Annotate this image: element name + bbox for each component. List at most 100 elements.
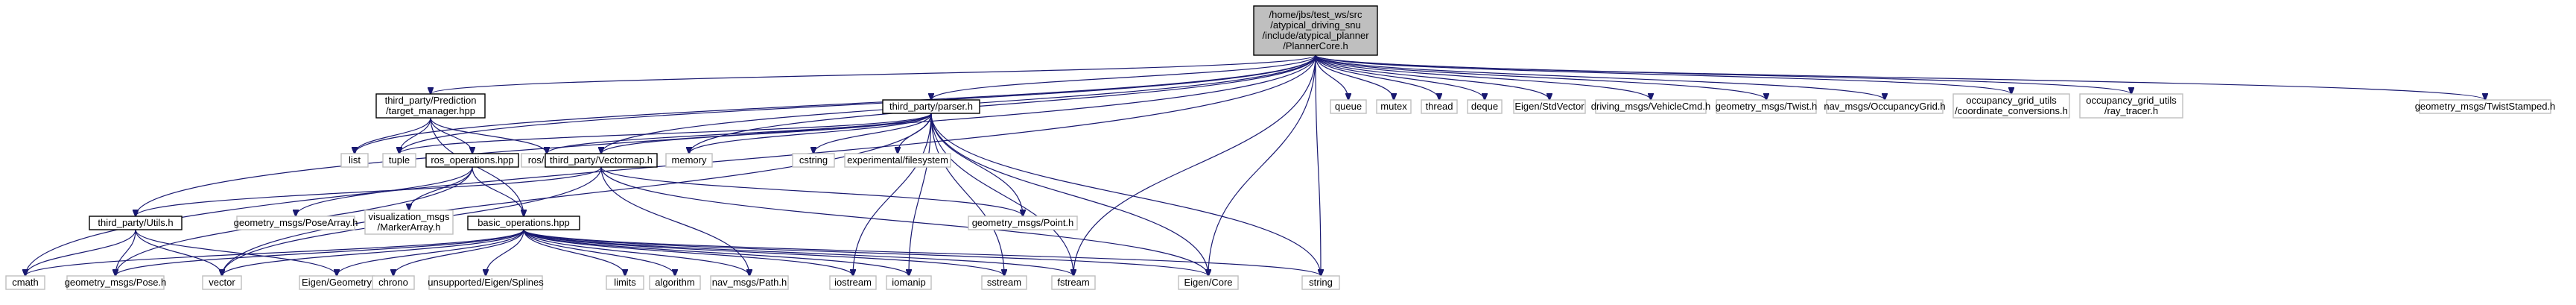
node-label: deque: [1471, 101, 1498, 112]
node-box: [467, 216, 580, 230]
node-box: [792, 153, 835, 168]
node-label: /atypical_driving_snu: [1270, 19, 1360, 31]
node-label: basic_operations.hpp: [478, 217, 570, 228]
node-label: cstring: [799, 154, 828, 166]
node-box: [1253, 5, 1378, 56]
edge-basicops-to-splines: [486, 229, 524, 276]
node-box: [5, 275, 45, 290]
edge-vectormap-to-point: [600, 166, 1023, 216]
node-label: third_party/Utils.h: [98, 217, 173, 228]
node-label: nav_msgs/Path.h: [712, 277, 787, 288]
node-box: [66, 275, 165, 290]
node-iomanip: iomanip: [886, 275, 932, 290]
edge-basicops-to-vector: [222, 229, 524, 276]
node-limits: limits: [606, 275, 644, 290]
edge-root-to-fstream: [1073, 54, 1316, 276]
node-box: [829, 275, 877, 290]
edge-parser-to-point: [930, 113, 1023, 216]
edge-rosops-to-basicops: [472, 166, 524, 216]
edge-root-to-eigencore: [1208, 54, 1316, 276]
node-label: list: [349, 154, 361, 166]
node-label: /include/atypical_planner: [1262, 30, 1369, 41]
node-stdvector: Eigen/StdVector: [1513, 99, 1586, 114]
node-label: cmath: [12, 277, 38, 288]
edge-parser-to-rosros: [547, 113, 932, 154]
edge-root-to-stdvector: [1315, 54, 1549, 100]
node-label: /coordinate_conversions.h: [1955, 105, 2068, 116]
edge-prediction-to-list: [355, 117, 431, 154]
node-iostream: iostream: [829, 275, 877, 290]
edge-parser-to-sstream: [930, 113, 1004, 276]
node-box: [382, 153, 416, 168]
node-posearray: geometry_msgs/PoseArray.h: [234, 216, 358, 230]
node-cstring: cstring: [792, 153, 835, 168]
edge-basicops-to-cmath: [25, 229, 524, 276]
edge-rosops-to-posearray: [296, 166, 473, 216]
edge-parser-to-cstring: [813, 113, 932, 154]
node-box: [968, 216, 1078, 230]
node-label: mutex: [1380, 101, 1407, 112]
edge-vectormap-to-utils: [136, 166, 602, 216]
node-label: algorithm: [655, 277, 694, 288]
node-cmath: cmath: [5, 275, 45, 290]
edge-root-to-queue: [1315, 54, 1348, 100]
node-vectormap[interactable]: third_party/Vectormap.h: [545, 153, 658, 168]
edge-prediction-to-rosops: [430, 117, 472, 154]
node-label: limits: [614, 277, 636, 288]
node-label: nav_msgs/OccupancyGrid.h: [1824, 101, 1945, 112]
node-path: nav_msgs/Path.h: [710, 275, 789, 290]
edge-utils-to-cmath: [25, 229, 136, 276]
node-parser[interactable]: third_party/parser.h: [882, 99, 980, 114]
node-label: visualization_msgs: [368, 211, 450, 222]
node-vector: vector: [202, 275, 242, 290]
node-box: [710, 275, 789, 290]
node-box: [886, 275, 932, 290]
node-box: [1301, 275, 1340, 290]
node-box: [1716, 99, 1817, 114]
node-tuple: tuple: [382, 153, 416, 168]
node-sstream: sstream: [981, 275, 1027, 290]
node-root[interactable]: /home/jbs/test_ws/src/atypical_driving_s…: [1253, 5, 1378, 56]
edge-parser-to-string: [930, 113, 1321, 276]
node-label: iostream: [834, 277, 872, 288]
node-box: [340, 153, 369, 168]
edge-basicops-to-fstream: [523, 229, 1073, 276]
node-raytracer: occupancy_grid_utils/ray_tracer.h: [2079, 93, 2183, 119]
node-label: geometry_msgs/PoseArray.h: [234, 217, 358, 228]
edges-layer: [25, 54, 2485, 276]
node-utils[interactable]: third_party/Utils.h: [89, 216, 183, 230]
node-box: [981, 275, 1027, 290]
edge-basicops-to-chrono: [393, 229, 524, 276]
edge-parser-to-iostream: [853, 113, 932, 276]
node-label: geometry_msgs/Point.h: [972, 217, 1074, 228]
node-box: [649, 275, 701, 290]
node-box: [1421, 99, 1458, 114]
node-basicops[interactable]: basic_operations.hpp: [467, 216, 580, 230]
node-label: thread: [1426, 101, 1453, 112]
edge-root-to-thread: [1315, 54, 1439, 100]
node-label: queue: [1335, 101, 1362, 112]
edge-root-to-string: [1315, 54, 1321, 276]
node-label: unsupported/Eigen/Splines: [428, 277, 544, 288]
node-memory: memory: [665, 153, 713, 168]
node-box: [1595, 99, 1707, 114]
node-chrono: chrono: [372, 275, 415, 290]
node-box: [202, 275, 242, 290]
node-box: [236, 216, 355, 230]
edge-root-to-prediction: [431, 54, 1316, 94]
node-rosops[interactable]: ros_operations.hpp: [425, 153, 519, 168]
edge-root-to-parser: [931, 54, 1316, 100]
node-prediction[interactable]: third_party/Prediction/target_manager.hp…: [375, 93, 486, 119]
edge-parser-to-vectormap: [601, 113, 932, 154]
node-box: [606, 275, 644, 290]
edge-prediction-to-rosros: [430, 117, 547, 154]
node-splines: unsupported/Eigen/Splines: [428, 275, 544, 290]
node-thread: thread: [1421, 99, 1458, 114]
node-box: [1330, 99, 1367, 114]
node-geometry: Eigen/Geometry: [299, 275, 375, 290]
edge-parser-to-tuple: [399, 113, 932, 154]
node-box: [1376, 99, 1412, 114]
edge-parser-to-vector: [222, 113, 932, 276]
edge-root-to-mutex: [1315, 54, 1394, 100]
node-label: Eigen/StdVector: [1514, 101, 1584, 112]
